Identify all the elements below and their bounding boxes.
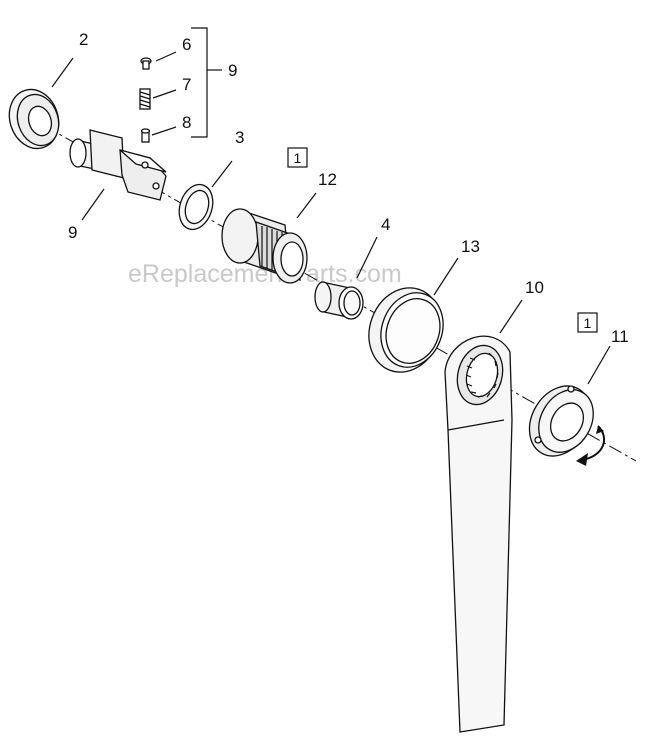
callout-2: 2	[79, 30, 88, 49]
note-box-12: 1	[287, 147, 308, 168]
callout-12: 12	[318, 170, 337, 189]
callout-4: 4	[381, 215, 390, 234]
part-12-gear-hub	[221, 208, 308, 284]
part-11-collar	[528, 385, 594, 457]
callout-10: 10	[525, 278, 544, 297]
callout-9-bracket: 9	[228, 61, 237, 80]
part-10-lever-arm	[444, 335, 513, 733]
part-8-pin	[140, 128, 151, 143]
part-9-shaft	[69, 129, 167, 201]
svg-text:1: 1	[584, 315, 592, 331]
part-2-bearing	[8, 88, 60, 150]
callout-3: 3	[235, 128, 244, 147]
callout-6: 6	[182, 35, 191, 54]
callout-13: 13	[461, 237, 480, 256]
part-4-bushing	[314, 281, 364, 320]
part-7-spring	[139, 88, 151, 110]
callout-7: 7	[182, 75, 191, 94]
part-3-washer	[178, 183, 214, 231]
callout-8: 8	[182, 113, 191, 132]
rotation-arrow-icon	[576, 425, 606, 466]
note-box-11: 1	[577, 312, 598, 333]
svg-text:1: 1	[294, 150, 302, 166]
callout-9-shaft: 9	[68, 223, 77, 242]
part-6-pin	[140, 57, 152, 70]
part-13-ring	[368, 287, 444, 373]
leader-lines	[51, 27, 611, 385]
callout-11: 11	[611, 327, 629, 346]
